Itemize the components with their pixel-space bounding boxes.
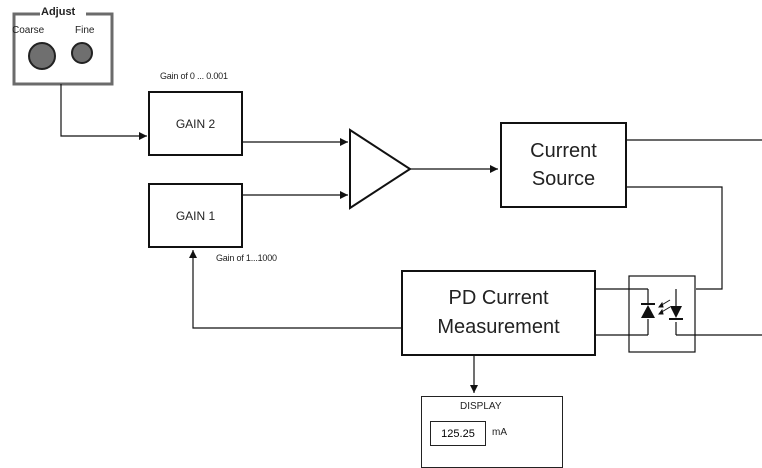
gain1-range-note: Gain of 1...1000 (216, 253, 277, 263)
display-value-box: 125.25 (430, 421, 486, 446)
gain1-block: GAIN 1 (148, 183, 243, 248)
fine-knob[interactable] (71, 42, 93, 64)
photodiode-icon (641, 289, 655, 335)
pd-measurement-block: PD Current Measurement (401, 270, 596, 356)
current-source-line2: Source (531, 168, 596, 190)
pd-measurement-line1: PD Current (448, 287, 549, 309)
current-source-to-led-line (626, 186, 723, 290)
gain2-block: GAIN 2 (148, 91, 243, 156)
adjust-title: Adjust (41, 6, 76, 18)
adjust-panel-frame (12, 12, 114, 86)
optocoupler-box (628, 275, 696, 353)
amplifier-symbol (349, 128, 412, 210)
display-panel: DISPLAY 125.25 mA (421, 396, 563, 468)
gain2-label: GAIN 2 (175, 116, 216, 131)
connector-adjust-to-gain2 (60, 84, 147, 140)
display-title: DISPLAY (460, 401, 502, 412)
pd-measurement-line2: Measurement (437, 316, 560, 338)
light-emission-arrows-icon (658, 299, 671, 315)
gain1-label: GAIN 1 (175, 208, 216, 223)
fine-label: Fine (75, 25, 95, 36)
gain2-range-note: Gain of 0 ... 0.001 (160, 71, 228, 81)
current-source-line1: Current (530, 140, 597, 162)
led-icon (669, 289, 683, 335)
coarse-knob[interactable] (28, 42, 56, 70)
display-value: 125.25 (441, 427, 475, 440)
display-unit: mA (492, 427, 507, 438)
coarse-label: Coarse (12, 25, 45, 36)
current-source-block: Current Source (500, 122, 627, 208)
connector-feedback-to-gain1 (189, 250, 402, 329)
